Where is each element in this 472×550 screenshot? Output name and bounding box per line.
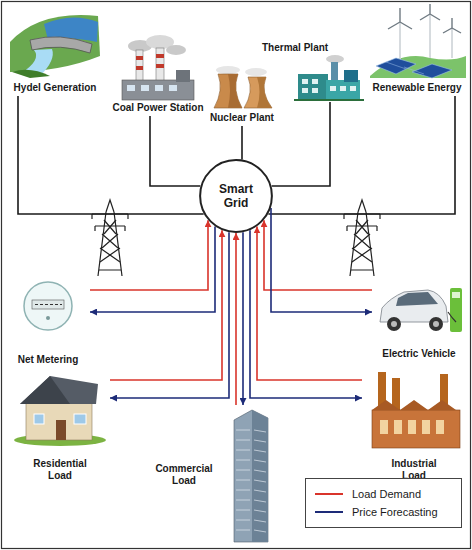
load-node: Industrial Load [362, 366, 466, 484]
node-label: Residential Load [25, 458, 95, 482]
source-node: Thermal Plant [258, 40, 364, 102]
connector [90, 220, 208, 290]
thermal-plant-icon [294, 55, 364, 101]
connector [90, 226, 215, 312]
nuclear-plant-icon [214, 66, 272, 108]
legend-swatch [314, 507, 344, 517]
connector [235, 233, 237, 405]
connector [257, 226, 362, 380]
node-label: Hydel Generation [14, 82, 97, 94]
connector [264, 220, 372, 290]
legend-label: Load Demand [352, 488, 421, 500]
right-pylon [344, 200, 380, 276]
source-node: Coal Power Station [107, 36, 208, 116]
connector [271, 208, 372, 312]
load-node: Electric Vehicle [372, 270, 466, 362]
node-label: Commercial Load [146, 463, 222, 487]
node-label: Thermal Plant [262, 42, 328, 54]
tower-icon [234, 410, 268, 542]
node-label: Renewable Energy [373, 82, 462, 94]
hydel-icon [10, 15, 100, 78]
left-pylon [92, 200, 128, 276]
grid-circle: Smart Grid [199, 159, 273, 233]
node-label: Net Metering [18, 354, 79, 366]
connector [242, 232, 244, 405]
connector [241, 126, 243, 159]
legend-label: Price Forecasting [352, 506, 438, 518]
legend-row: Price Forecasting [314, 503, 453, 521]
load-node: Net Metering [6, 276, 90, 368]
load-node: Commercial Load [140, 405, 272, 545]
legend-swatch [314, 489, 344, 499]
meter-icon [24, 282, 72, 330]
ev-icon [380, 288, 462, 332]
connector [18, 96, 204, 214]
legend-row: Load Demand [314, 485, 453, 503]
coal-plant-icon [122, 35, 194, 100]
connector [250, 230, 362, 398]
source-node: Nuclear Plant [205, 66, 279, 126]
source-node: Hydel Generation [6, 4, 104, 96]
connector [110, 230, 222, 380]
factory-icon [372, 372, 460, 448]
node-label: Electric Vehicle [382, 348, 455, 360]
house-icon [14, 376, 106, 446]
renewable-icon [370, 4, 466, 78]
node-label: Smart Grid [213, 182, 259, 211]
legend: Load DemandPrice Forecasting [305, 478, 462, 528]
node-label: Nuclear Plant [210, 112, 274, 124]
connector [268, 96, 455, 214]
connector [110, 232, 229, 398]
connector [150, 116, 200, 186]
load-node: Residential Load [10, 366, 110, 484]
node-label: Coal Power Station [112, 102, 203, 114]
source-node: Renewable Energy [368, 4, 467, 96]
connector [272, 102, 330, 186]
